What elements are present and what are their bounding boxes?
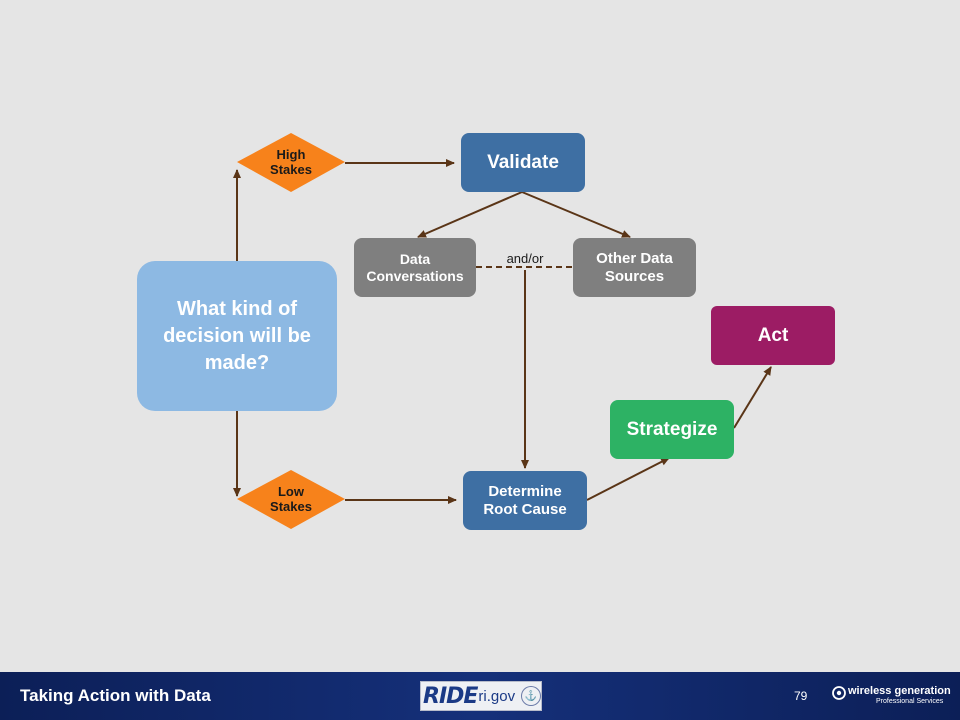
- arrow-validate-to-other-sources: [521, 191, 631, 238]
- other-data-sources-box: Other Data Sources: [573, 238, 696, 297]
- andor-label: and/or: [506, 251, 544, 266]
- data-conversations-box: Data Conversations: [354, 238, 476, 297]
- strategize-box: Strategize: [610, 400, 734, 459]
- arrow-strategize-to-act: [733, 366, 772, 429]
- arrow-root-cause-to-strategize: [586, 457, 670, 501]
- wireless-generation-logo: wireless generation Professional Service…: [832, 685, 952, 709]
- act-label: Act: [757, 324, 789, 346]
- low-stakes-label: Low Stakes: [270, 484, 312, 514]
- ride-logo-mark: RIDE: [423, 683, 478, 709]
- other-data-sources-label: Other Data Sources: [596, 249, 673, 285]
- footer-bar: Taking Action with Data RIDE ri.gov ⚓ 79…: [0, 672, 960, 720]
- wireless-generation-icon: [832, 686, 846, 700]
- andor-label-bg: [499, 250, 551, 266]
- validate-label: Validate: [487, 151, 559, 173]
- state-seal-icon: ⚓: [521, 686, 541, 706]
- high-stakes-label: High Stakes: [270, 147, 312, 177]
- decision-question-text: What kind of decision will be made?: [163, 297, 311, 374]
- strategize-label: Strategize: [626, 418, 718, 440]
- arrow-validate-to-data-conversations: [417, 191, 523, 238]
- data-conversations-label: Data Conversations: [366, 250, 464, 284]
- act-box: Act: [711, 306, 835, 365]
- root-cause-label: Determine Root Cause: [483, 482, 567, 518]
- page-number: 79: [794, 689, 808, 703]
- high-stakes-diamond: [237, 133, 345, 192]
- validate-box: Validate: [461, 133, 585, 192]
- low-stakes-diamond: [237, 470, 345, 529]
- connector-layer: [233, 133, 772, 529]
- slide-canvas: What kind of decision will be made? High…: [137, 133, 835, 530]
- root-cause-box: Determine Root Cause: [463, 471, 587, 530]
- ride-logo: RIDE ri.gov ⚓: [420, 681, 542, 711]
- decision-question-box: What kind of decision will be made?: [137, 261, 337, 411]
- brand-subtitle: Professional Services: [876, 698, 944, 705]
- ride-logo-domain: ri.gov: [478, 687, 516, 705]
- brand-name: wireless generation: [848, 685, 951, 697]
- footer-title: Taking Action with Data: [20, 686, 211, 705]
